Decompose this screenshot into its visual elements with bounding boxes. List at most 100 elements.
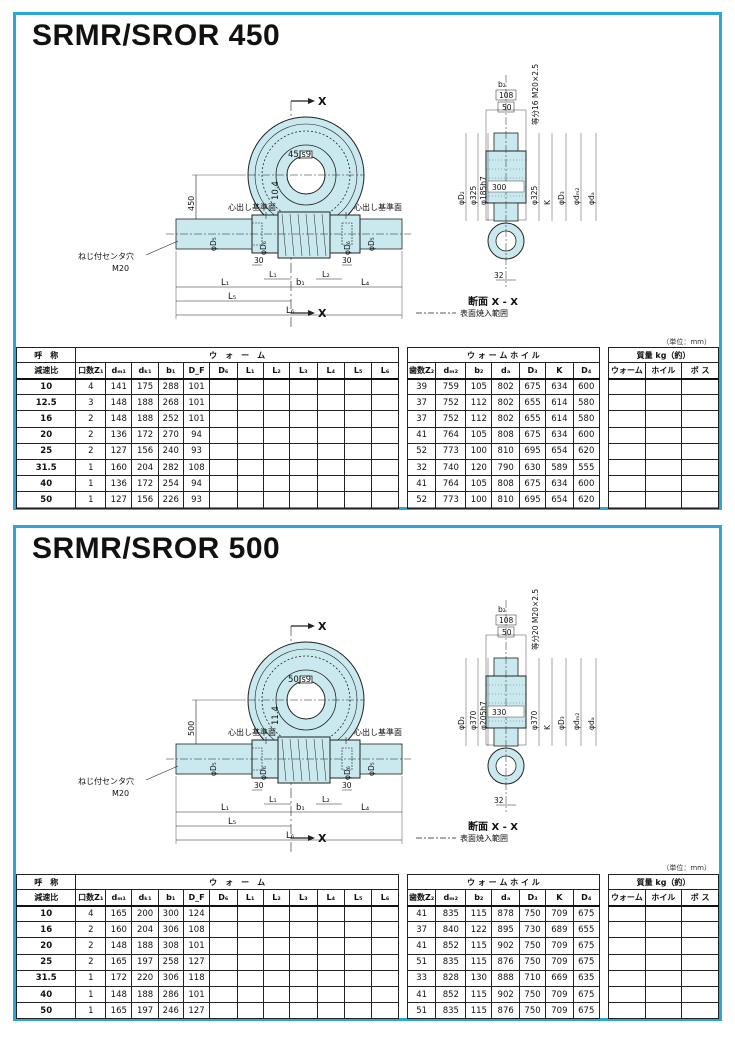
mass-cell: [608, 969, 646, 987]
thread-line: [297, 738, 303, 782]
worm-cell: [236, 1002, 264, 1020]
header-wheel-col: K: [545, 889, 574, 906]
worm-cell: [316, 904, 346, 923]
worm-cell: 172: [131, 426, 159, 444]
wheel-cell: 669: [545, 969, 574, 987]
wheel-cell: 100: [465, 491, 493, 509]
wheel-cell: 709: [545, 904, 574, 923]
header-worm-col: dₘ₁: [105, 362, 133, 379]
wheel-cell: 764: [435, 475, 467, 493]
section-dim-label: φdₘ₂: [572, 713, 581, 730]
worm-cell: 268: [157, 394, 184, 412]
worm-cell: [262, 953, 291, 971]
worm-cell: 118: [182, 969, 211, 987]
worm-cell: [344, 458, 373, 477]
center-height-label: 450: [187, 196, 196, 211]
worm-cell: [371, 985, 399, 1004]
wheel-cell: 759: [435, 377, 467, 396]
header-worm: ウ ォ ー ム: [75, 347, 399, 363]
worm-cell: [344, 394, 373, 412]
worm-cell: [262, 442, 291, 460]
worm-cell: 240: [157, 442, 184, 460]
dim-32: 32: [494, 796, 504, 805]
worm-cell: [236, 985, 264, 1004]
worm-cell: [371, 969, 399, 987]
worm-cell: [316, 969, 346, 987]
section-arrowhead: [308, 835, 315, 841]
worm-cell: [316, 953, 346, 971]
mass-cell: [681, 921, 719, 939]
worm-cell: [262, 377, 291, 396]
mass-cell: [681, 475, 719, 493]
worm-cell: [371, 1002, 399, 1020]
worm-cell: 2: [75, 426, 107, 444]
ratio-cell: 10: [15, 377, 77, 396]
section-dim-label: φD₂: [457, 716, 466, 730]
mass-cell: [681, 458, 719, 477]
wheel-cell: 752: [435, 394, 467, 412]
header-worm-col: L₆: [371, 889, 399, 906]
mass-cell: [644, 458, 683, 477]
section-dim-label: φdₘ₂: [572, 188, 581, 205]
header-worm-col: dₘ₁: [105, 889, 133, 906]
section-dim-label: φD₃: [557, 716, 566, 730]
keyway-label: 50Js9: [288, 675, 311, 685]
mass-cell: [681, 394, 719, 412]
header-worm-col: L₂: [262, 889, 291, 906]
keyway-label: 45Js9: [288, 150, 311, 160]
wheel-cell: 876: [491, 1002, 520, 1020]
mass-cell: [608, 442, 646, 460]
worm-cell: 101: [182, 377, 211, 396]
wheel-cell: 709: [545, 985, 574, 1004]
section-title: SRMR/SROR 450: [32, 19, 281, 52]
label-l4: L₄: [361, 803, 370, 813]
worm-cell: 148: [105, 937, 133, 955]
worm-cell: 160: [105, 921, 133, 939]
header-ratio: 減速比: [15, 889, 77, 906]
wheel-cell: 878: [491, 904, 520, 923]
bolt-spec: 等分20 M20×2.5: [530, 589, 540, 650]
dim-box: [497, 101, 515, 113]
worm-cell: 197: [131, 1002, 159, 1020]
worm-cell: [289, 953, 318, 971]
wheel-cell: 654: [545, 442, 574, 460]
wheel-cell: 654: [545, 491, 574, 509]
worm-cell: 165: [105, 953, 133, 971]
wheel-cell: 750: [518, 1002, 547, 1020]
wheel-cell: 115: [465, 953, 493, 971]
worm-cell: [344, 442, 373, 460]
mass-cell: [681, 904, 719, 923]
worm-cell: 127: [105, 491, 133, 509]
mass-cell: [608, 458, 646, 477]
label-l1: L₁: [221, 803, 229, 813]
mass-cell: [681, 937, 719, 955]
header-wheel-col: 歯数Z₂: [406, 889, 437, 906]
wheel-cell: 120: [465, 458, 493, 477]
worm-cell: 148: [105, 394, 133, 412]
worm-cell: 4: [75, 377, 107, 396]
center-hole-size: M20: [112, 264, 129, 273]
worm-cell: [344, 969, 373, 987]
dim-30-left: 30: [254, 781, 264, 790]
dim-108: 108: [499, 616, 514, 625]
section-marker-bottom: X: [318, 307, 327, 320]
mass-cell: [608, 921, 646, 939]
header-worm-col: D_F: [182, 889, 211, 906]
worm-cell: [289, 937, 318, 955]
worm-cell: 108: [182, 458, 211, 477]
wheel-cell: 888: [491, 969, 520, 987]
thread-line: [321, 738, 327, 782]
worm-cell: [371, 410, 399, 428]
worm-cell: 172: [105, 969, 133, 987]
worm-cell: [371, 475, 399, 493]
section-title: SRMR/SROR 500: [32, 532, 281, 565]
worm-cell: [289, 921, 318, 939]
wheel-cell: 808: [491, 475, 520, 493]
worm-cell: 156: [131, 442, 159, 460]
